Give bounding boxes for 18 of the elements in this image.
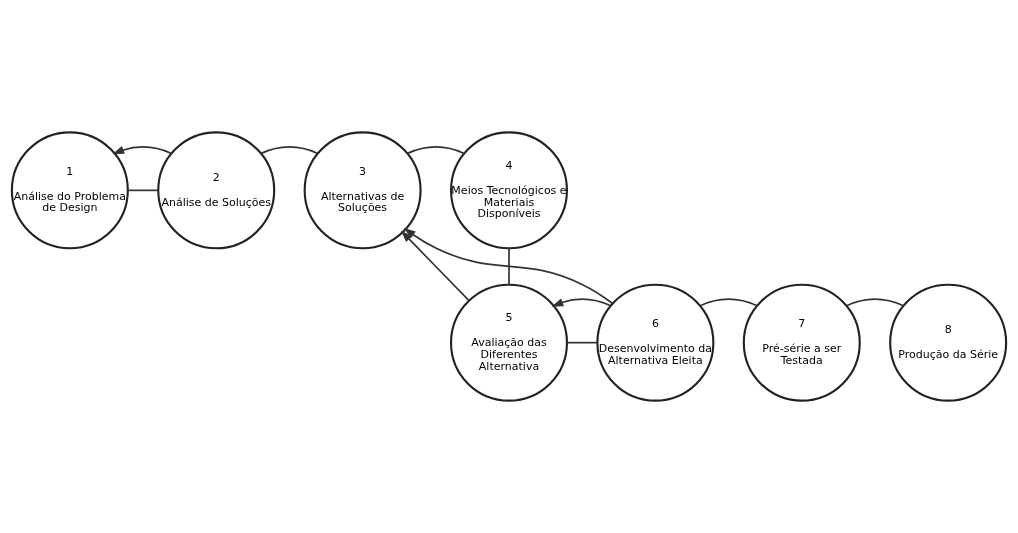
connector [508,247,510,286]
connector [406,146,466,155]
arrow [551,298,612,307]
node-circle: 7 Pré-série a ser Testada [742,283,861,402]
arrow [403,227,614,305]
node-circle: 1 Análise do Problema de Design [10,131,129,250]
connector [845,298,905,307]
node-circle: 2 Análise de Soluções [157,131,276,250]
connector [699,298,758,307]
node-circle: 4 Meios Tecnológicos e Materiais Disponíveis [450,131,568,250]
connector [260,146,319,155]
node-circle: 8 Produção da Série [889,283,1008,402]
arrow [400,230,470,302]
arrow [112,146,173,155]
node-circle: 3 Alternativas de Soluções [303,131,422,250]
connector [566,341,599,344]
connector [127,189,160,192]
node-circle: 6 Desenvolvimento da Alternativa Eleita [596,283,715,402]
